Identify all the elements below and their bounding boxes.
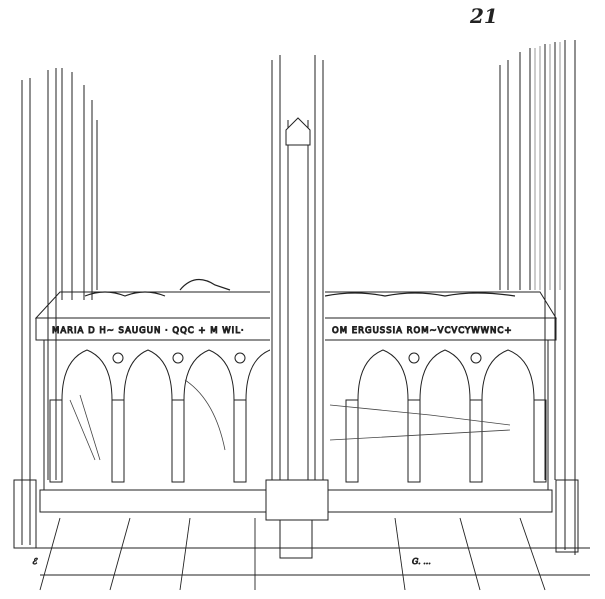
engraver-signature: G. ... (412, 557, 431, 566)
inscription-left: MARIA D H~ SAUGUN · QQC + M WIL· (52, 326, 245, 336)
tomb-slab: MARIA D H~ SAUGUN · QQC + M WIL· OM ERGU… (34, 279, 557, 341)
arcade-shaft (533, 399, 547, 483)
gothic-arch (419, 349, 471, 401)
gothic-arch (481, 349, 535, 401)
arcade-shaft (345, 399, 359, 483)
arcade-shaft (49, 399, 63, 483)
inscription-right: OM ERGUSSIA ROM~VCVCYWWNC+ (332, 326, 512, 336)
gothic-arch (183, 349, 235, 401)
left-columns (13, 68, 98, 549)
monogram: ℰ (32, 557, 38, 566)
trefoil-ornament (408, 352, 420, 364)
arcade-shaft (233, 399, 247, 483)
arcade-shaft (111, 399, 125, 483)
gothic-arch (123, 349, 173, 401)
central-pillar (265, 55, 329, 559)
page-number: 21 (470, 4, 498, 28)
trefoil-ornament (112, 352, 124, 364)
arcade-shaft (407, 399, 421, 483)
trefoil-ornament (470, 352, 482, 364)
gothic-arch (61, 349, 113, 401)
trefoil-ornament (234, 352, 246, 364)
right-columns (499, 40, 579, 555)
gothic-arch (357, 349, 409, 401)
trefoil-ornament (172, 352, 184, 364)
floor-tiles: ℰ G. ... (20, 517, 590, 591)
arcade-shaft (171, 399, 185, 483)
arcade-shaft (469, 399, 483, 483)
